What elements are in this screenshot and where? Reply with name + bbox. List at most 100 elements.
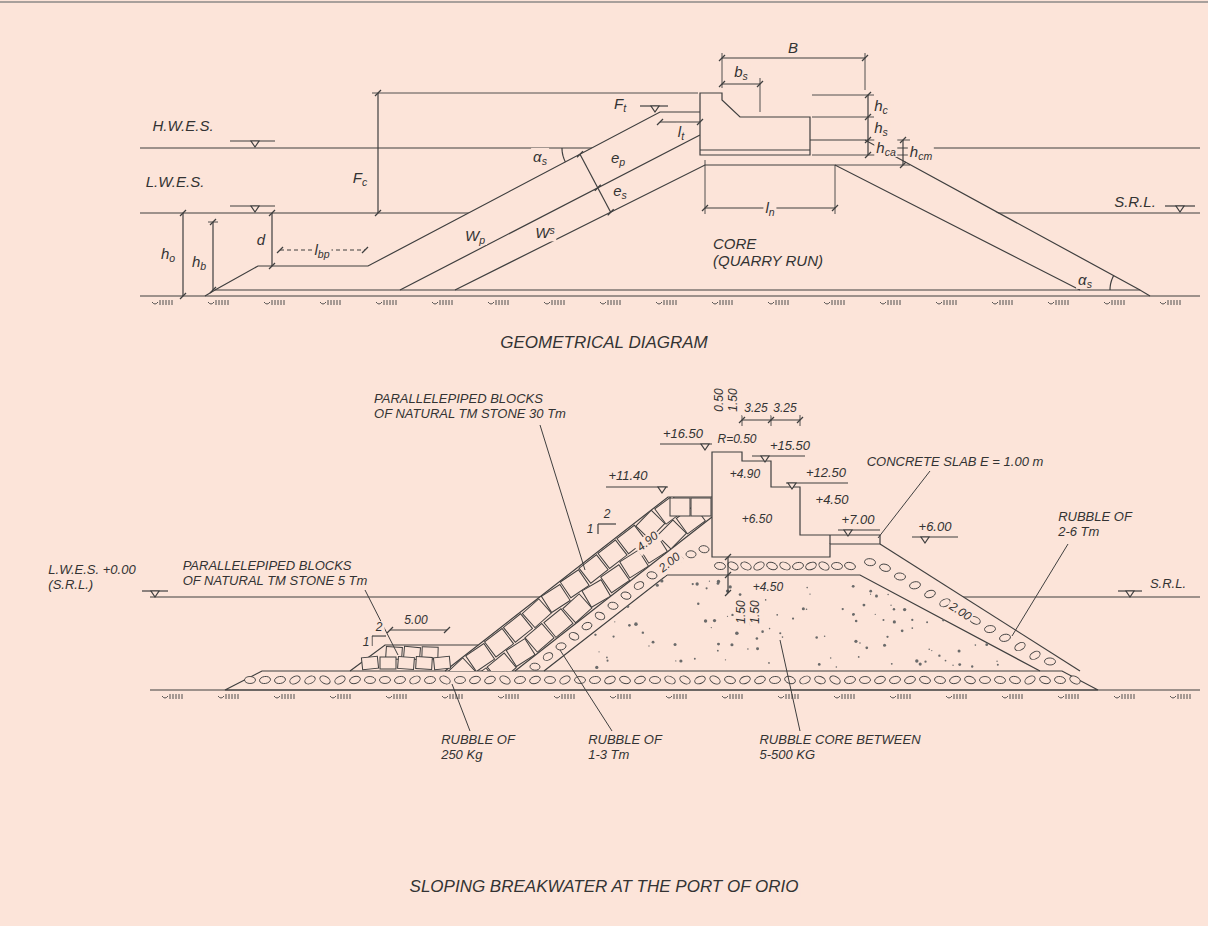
label-index: s [542,155,547,167]
dimension-label: hs [872,119,890,137]
seabed-hatch [1002,694,1022,699]
stone-block [433,656,450,670]
slope-symbol [371,636,372,646]
armour-outer-line [445,497,712,671]
armour-inner-line [400,135,700,290]
water-level-label: L.W.E.S. +0.00 (S.R.L.) [46,563,137,593]
core-grain [656,584,659,587]
dimension-label: lbp [312,241,331,259]
label-index: c [362,176,367,188]
rubble-stone [594,611,606,622]
rubble-stone [1023,674,1036,685]
core-grain [627,605,630,608]
foundation-line [205,290,1150,296]
rubble-stone [364,676,375,683]
seabed-hatch [1160,300,1180,305]
dimension-label: 3.25 [742,402,769,416]
seabed-hatch [778,694,798,699]
dimension-label: hca [874,139,897,157]
core-grain [802,607,805,610]
core-grain [696,582,699,585]
label-index: cm [918,150,932,162]
rubble-stone [424,676,436,684]
rubble-stone [529,675,542,685]
seabed-hatch [488,300,508,305]
material-note: RUBBLE OF 1-3 Tm [586,733,664,763]
rubble-stone [740,561,753,572]
seabed-hatch [1058,694,1078,699]
label-part: h [876,139,884,156]
slope-symbol [372,635,386,636]
seabed-hatch [274,694,294,699]
rubble-stone [999,633,1011,642]
rubble-stone [919,675,931,684]
dimension-label: lt [676,123,686,141]
rubble-stone [454,676,465,683]
dimension-tick [865,137,871,143]
rubble-stone [769,676,781,684]
seabed-hatch [600,300,620,305]
core-grain [660,579,663,582]
extension-line [760,78,761,112]
core-grain [824,636,826,638]
core-grain [765,599,767,601]
rubble-stone [634,675,647,685]
label-index: t [623,102,626,114]
slope-label: 1 [585,523,596,537]
structure-ground [205,93,1140,292]
rubble-stone [244,676,255,683]
slope-label: 2 [374,621,385,635]
rubble-stone [889,675,901,684]
rubble-stone [859,676,870,683]
armour-blocks [447,496,711,696]
label-index: s [622,189,627,201]
seabed-hatch [712,300,732,305]
core-grain [942,619,944,621]
dimension-label: R=0.50 [715,433,758,447]
level-triangle [788,483,796,489]
core-grain [862,604,865,607]
seabed-hatch [656,300,676,305]
rubble-stone [864,558,876,566]
seabed-hatch [386,694,406,699]
seabed-hatch [936,300,956,305]
core-grain [706,587,708,589]
dimension-line [580,154,611,212]
rubble-stone [714,562,726,570]
rubble-stone [1028,650,1041,661]
core-grain [697,602,699,604]
material-note: PARALLELEPIPED BLOCKS OF NATURAL TM STON… [181,559,370,589]
label-part: W [465,227,479,244]
core-grain [854,640,857,643]
rubble-stone [949,675,961,685]
rubble-stone [556,642,567,650]
extension-line [800,415,801,426]
rubble-stone [334,674,347,685]
seabed-hatch [768,300,788,305]
label-part: h [192,253,200,270]
seabed-hatch [264,300,284,305]
label-line: (QUARRY RUN) [713,252,823,269]
core-grain [997,664,999,666]
dimension-tick [697,119,703,125]
core-grain [971,665,973,667]
dimension-line [182,213,183,296]
core-grain [882,619,884,621]
seabed-hatch [208,300,228,305]
core-grain [852,614,854,616]
label-index: o [169,252,175,264]
rubble-stone [319,674,332,685]
core-grain [865,647,868,650]
core-grain [704,619,707,622]
core-grain [761,630,764,633]
core-grain [891,663,893,665]
core-grain [634,622,638,626]
seabed-hatch [442,694,462,699]
water-level-label: L.W.E.S. [144,173,207,190]
dimension-tick [725,572,731,578]
rubble-stone [530,663,541,671]
seabed-hatch [432,300,452,305]
stone-block [691,498,711,516]
core-grain [725,659,726,660]
rubble-stone [574,676,585,683]
